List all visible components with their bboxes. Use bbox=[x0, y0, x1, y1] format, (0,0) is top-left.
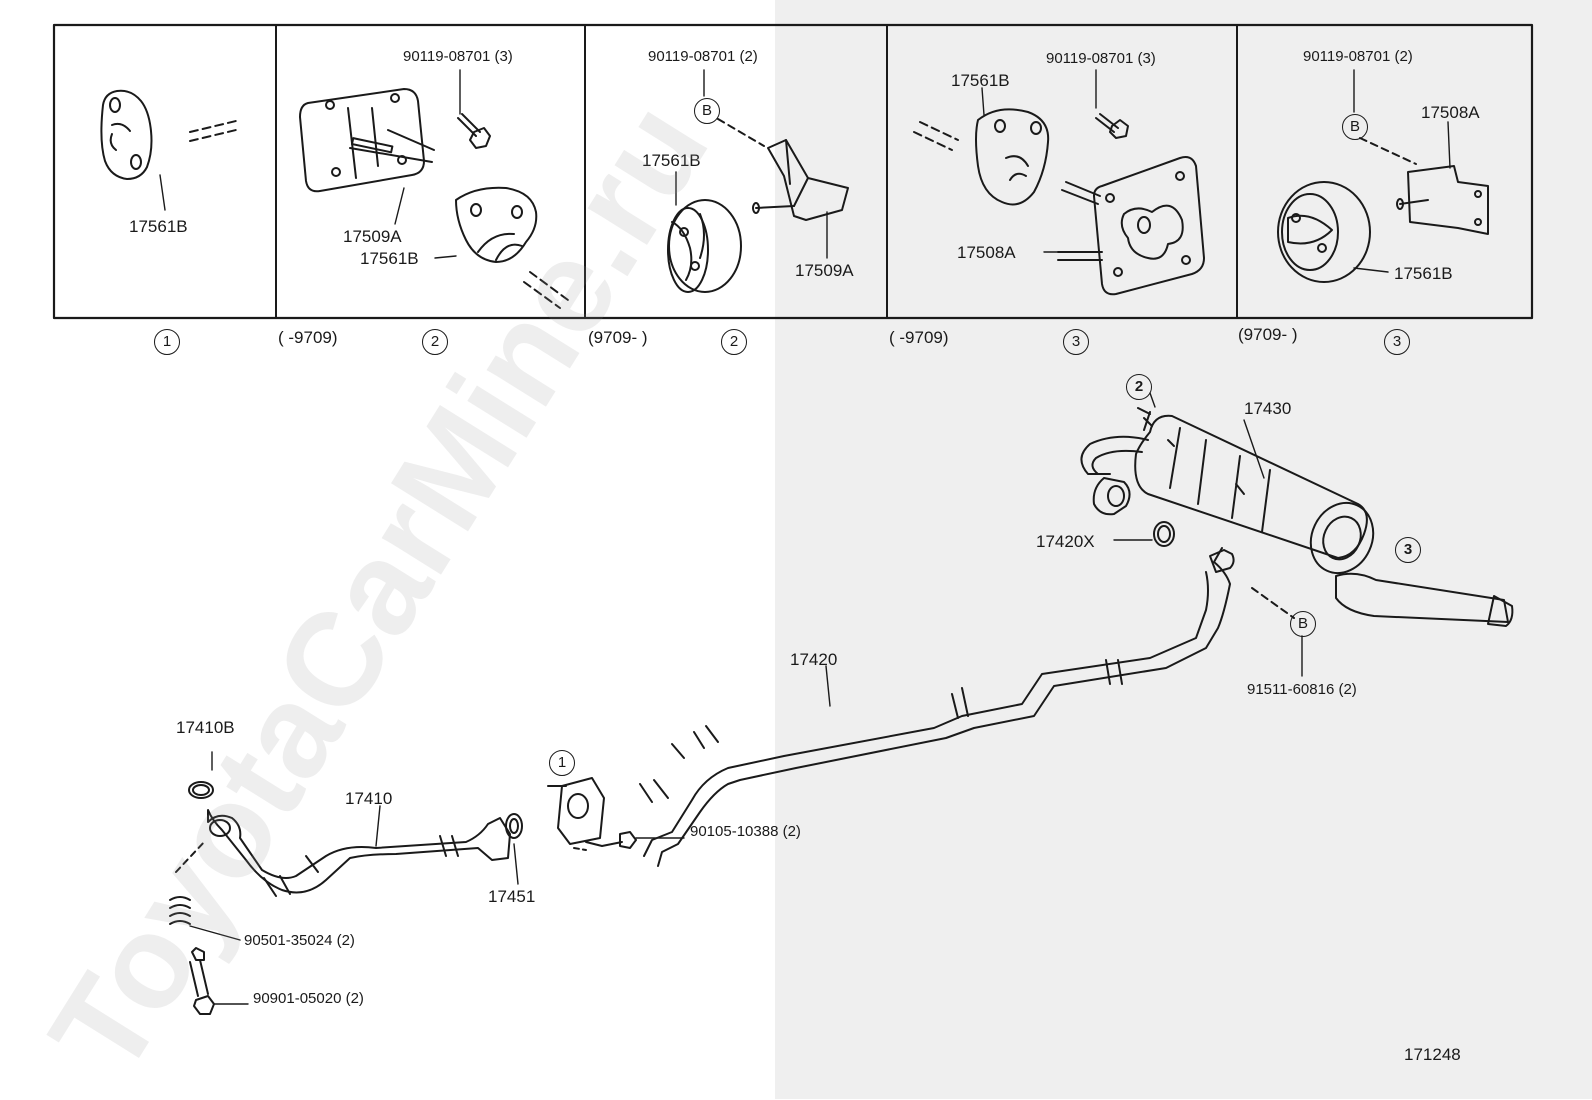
bracket-plate-icon bbox=[1043, 156, 1205, 296]
part-label: 17430 bbox=[1244, 399, 1292, 418]
ref-marker: 3 bbox=[1384, 329, 1410, 355]
marker-b: B bbox=[694, 98, 720, 124]
part-label: 90119-08701 (2) bbox=[648, 48, 758, 65]
part-label: 90119-08701 (2) bbox=[1303, 48, 1413, 65]
flange-marker-icon bbox=[1251, 587, 1303, 677]
bolt-icon bbox=[573, 831, 685, 851]
part-label: 17420 bbox=[790, 650, 838, 669]
part-label: 17410B bbox=[176, 718, 235, 737]
hanger-icon bbox=[434, 186, 569, 309]
part-label: 17508A bbox=[1421, 103, 1480, 122]
hanger-icon bbox=[667, 171, 742, 293]
spring-icon bbox=[169, 896, 241, 941]
shaded-area bbox=[775, 0, 1592, 1099]
diagram-code: 171248 bbox=[1404, 1045, 1461, 1064]
hanger-icon bbox=[100, 89, 237, 211]
hanger-icon bbox=[913, 87, 1050, 206]
ref-marker: 3 bbox=[1063, 329, 1089, 355]
part-label: 90105-10388 (2) bbox=[690, 823, 801, 840]
part-label: 17509A bbox=[795, 261, 854, 280]
stud-bolt-icon bbox=[189, 947, 249, 1015]
ref-marker: 1 bbox=[549, 750, 575, 776]
range-label: ( -9709) bbox=[889, 328, 949, 347]
bolt-icon bbox=[1095, 69, 1129, 139]
ref-marker: 2 bbox=[1126, 374, 1152, 400]
part-label: 17561B bbox=[360, 249, 419, 268]
part-label: 90119-08701 (3) bbox=[403, 48, 513, 65]
part-label: 90501-35024 (2) bbox=[244, 932, 355, 949]
part-label: 90901-05020 (2) bbox=[253, 990, 364, 1007]
part-label: 17561B bbox=[642, 151, 701, 170]
panel-frame bbox=[52, 23, 1534, 320]
ref-marker: 2 bbox=[721, 329, 747, 355]
part-label: 90119-08701 (3) bbox=[1046, 50, 1156, 67]
bolt-icon bbox=[457, 69, 491, 149]
part-label: 17509A bbox=[343, 227, 402, 246]
bracket-plate-icon bbox=[299, 88, 435, 225]
range-label: (9709- ) bbox=[588, 328, 648, 347]
part-label: 17451 bbox=[488, 887, 536, 906]
muffler-icon bbox=[1080, 392, 1514, 627]
part-label: 17561B bbox=[1394, 264, 1453, 283]
bracket-icon bbox=[1353, 69, 1489, 235]
ref-marker: 3 bbox=[1395, 537, 1421, 563]
ref-marker: 2 bbox=[422, 329, 448, 355]
ref-marker: 1 bbox=[154, 329, 180, 355]
marker-b: B bbox=[1342, 114, 1368, 140]
center-pipe-icon bbox=[547, 547, 1235, 867]
range-label: ( -9709) bbox=[278, 328, 338, 347]
part-label: 17420X bbox=[1036, 532, 1095, 551]
gasket-icon bbox=[1113, 521, 1175, 547]
bracket-icon bbox=[703, 69, 849, 259]
part-label: 91511-60816 (2) bbox=[1247, 681, 1357, 698]
part-label: 17508A bbox=[957, 243, 1016, 262]
part-label: 17561B bbox=[951, 71, 1010, 90]
hanger-icon bbox=[1277, 181, 1389, 283]
marker-b: B bbox=[1290, 611, 1316, 637]
part-label: 17561B bbox=[129, 217, 188, 236]
front-pipe-icon bbox=[175, 751, 511, 897]
part-label: 17410 bbox=[345, 789, 393, 808]
range-label: (9709- ) bbox=[1238, 325, 1298, 344]
